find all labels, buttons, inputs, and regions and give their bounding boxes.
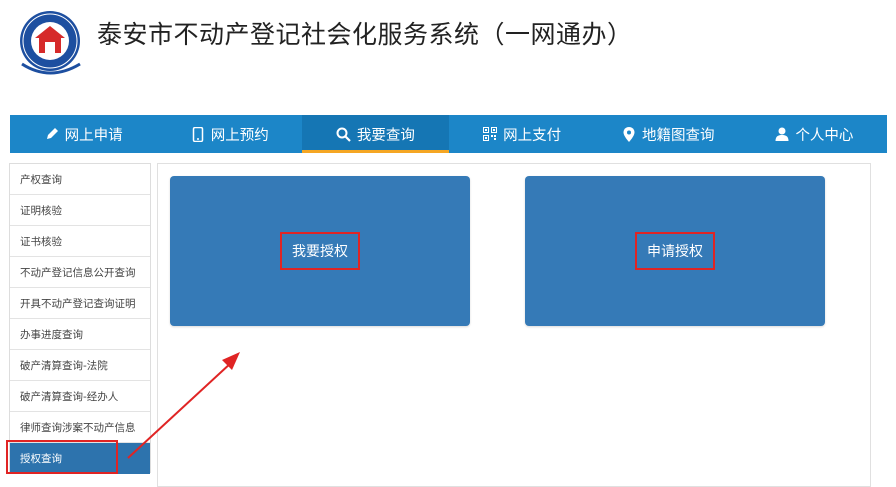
seal-icon xyxy=(20,11,81,75)
main-nav: 网上申请 网上预约 我要查询 网上支付 地籍图查询 个人中心 xyxy=(10,115,887,153)
sidebar-item-public-info[interactable]: 不动产登记信息公开查询 xyxy=(10,257,150,288)
nav-label: 个人中心 xyxy=(795,127,854,144)
apply-authorization-card[interactable]: 申请授权 xyxy=(525,176,825,326)
sidebar-item-query-certificate[interactable]: 开具不动产登记查询证明 xyxy=(10,288,150,319)
authorize-card-label: 我要授权 xyxy=(280,232,360,270)
nav-online-apply[interactable]: 网上申请 xyxy=(10,115,156,153)
nav-online-payment[interactable]: 网上支付 xyxy=(449,115,595,153)
nav-query[interactable]: 我要查询 xyxy=(302,115,449,153)
nav-label: 我要查询 xyxy=(356,127,415,144)
query-sidebar: 产权查询 证明核验 证书核验 不动产登记信息公开查询 开具不动产登记查询证明 办… xyxy=(9,163,151,474)
nav-label: 网上申请 xyxy=(64,127,123,144)
apply-authorization-card-label: 申请授权 xyxy=(635,232,715,270)
nav-label: 网上支付 xyxy=(503,127,562,144)
site-title: 泰安市不动产登记社会化服务系统（一网通办） xyxy=(97,20,633,49)
map-marker-icon xyxy=(621,126,637,142)
sidebar-item-bankruptcy-court[interactable]: 破产清算查询-法院 xyxy=(10,350,150,381)
sidebar-item-license-verify[interactable]: 证书核验 xyxy=(10,226,150,257)
header: 泰安市不动产登记社会化服务系统（一网通办） xyxy=(0,0,896,108)
sidebar-item-authorization-query[interactable]: 授权查询 xyxy=(10,443,150,474)
content-area: 产权查询 证明核验 证书核验 不动产登记信息公开查询 开具不动产登记查询证明 办… xyxy=(9,163,871,487)
nav-cadastral-map[interactable]: 地籍图查询 xyxy=(595,115,741,153)
nav-label: 地籍图查询 xyxy=(642,127,715,144)
qrcode-icon xyxy=(482,126,498,142)
sidebar-item-property-rights[interactable]: 产权查询 xyxy=(10,164,150,195)
sidebar-item-bankruptcy-handler[interactable]: 破产清算查询-经办人 xyxy=(10,381,150,412)
nav-personal-center[interactable]: 个人中心 xyxy=(741,115,887,153)
authorize-card[interactable]: 我要授权 xyxy=(170,176,470,326)
mobile-icon xyxy=(190,126,206,142)
user-icon xyxy=(774,126,790,142)
nav-online-booking[interactable]: 网上预约 xyxy=(156,115,302,153)
main-panel: 我要授权 申请授权 xyxy=(157,163,871,487)
nav-label: 网上预约 xyxy=(210,127,269,144)
sidebar-item-progress[interactable]: 办事进度查询 xyxy=(10,319,150,350)
site-logo[interactable] xyxy=(12,6,94,80)
sidebar-item-certificate-verify[interactable]: 证明核验 xyxy=(10,195,150,226)
search-icon xyxy=(336,126,352,142)
pencil-icon xyxy=(44,126,60,142)
sidebar-item-lawyer-query[interactable]: 律师查询涉案不动产信息 xyxy=(10,412,150,443)
